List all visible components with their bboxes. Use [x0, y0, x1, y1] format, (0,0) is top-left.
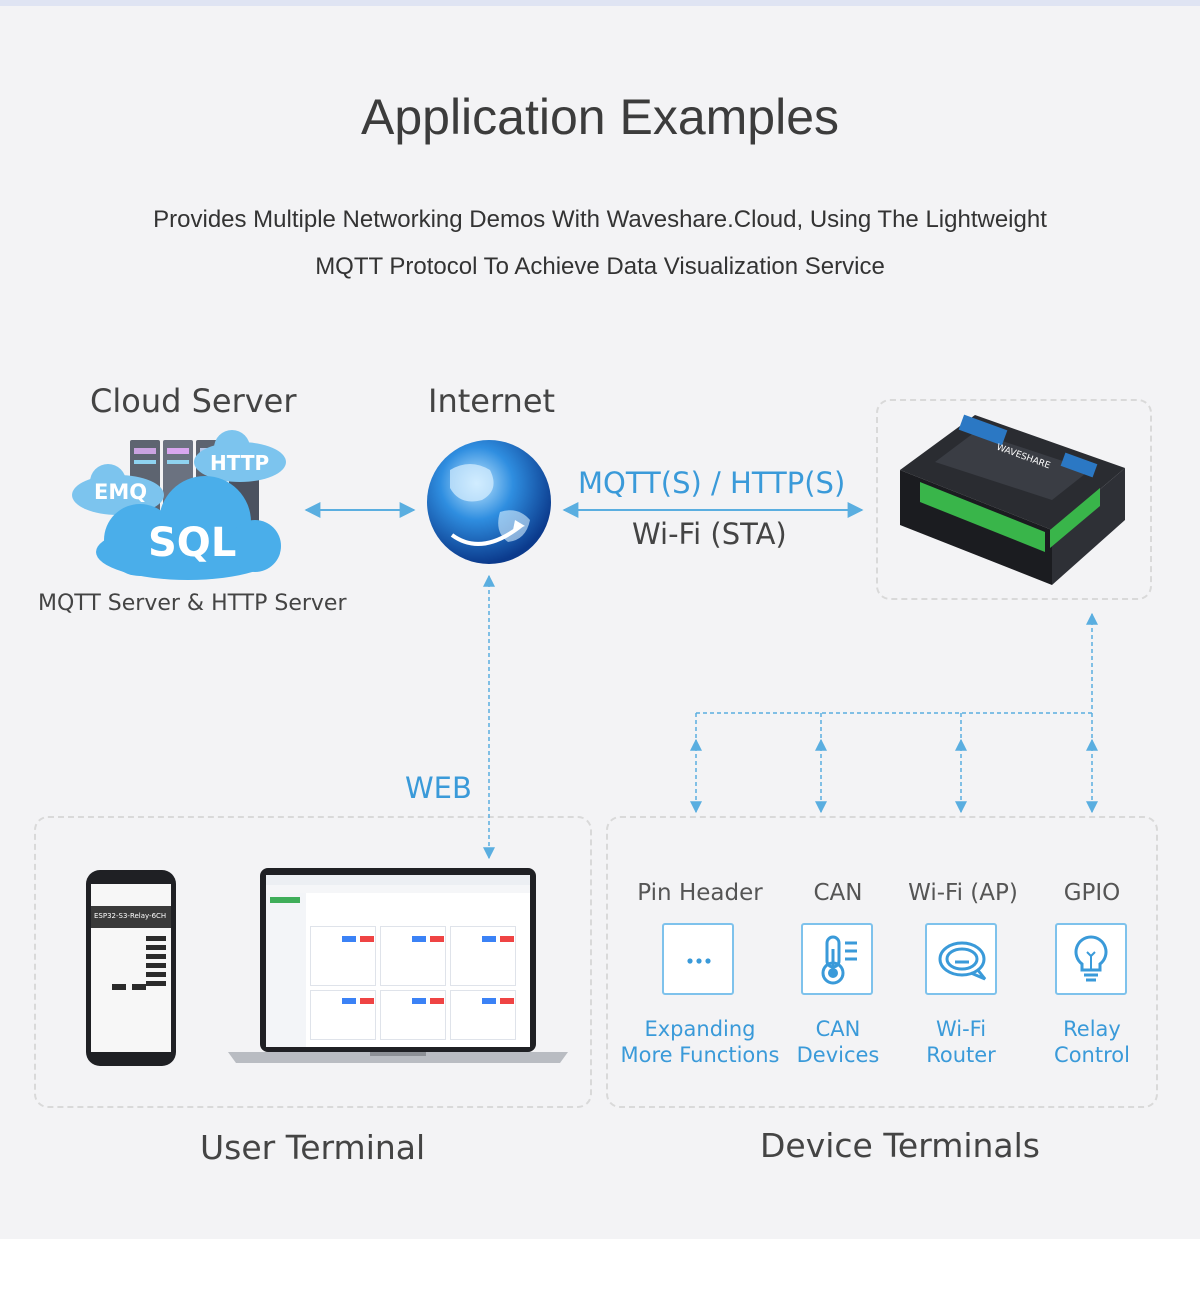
pin-header-caption: Expanding More Functions: [610, 1016, 790, 1068]
wifi-ap-caption-line1: Wi-Fi: [935, 1017, 987, 1041]
gpio-title: GPIO: [1063, 880, 1121, 906]
gpio-caption-line1: Relay: [1063, 1017, 1121, 1041]
light-bulb-icon: [1074, 935, 1108, 982]
wifi-ap-title: Wi-Fi (AP): [908, 880, 1018, 906]
internet-title: Internet: [428, 382, 556, 420]
thermometer-icon: [821, 935, 857, 985]
gpio-caption: Relay Control: [1036, 1016, 1148, 1068]
web-label: WEB: [405, 771, 472, 805]
cloud-server-title: Cloud Server: [90, 382, 297, 420]
wifi-ap-icon-box: [925, 923, 997, 995]
content-panel: [0, 6, 1200, 1239]
can-caption-line2: Devices: [796, 1043, 880, 1067]
gpio-icon-box: [1055, 923, 1127, 995]
cloud-server-caption: MQTT Server & HTTP Server: [38, 591, 347, 616]
top-accent-bar: [0, 0, 1200, 6]
http-badge: HTTP: [210, 451, 270, 475]
subtitle-line-2: MQTT Protocol To Achieve Data Visualizat…: [315, 253, 885, 280]
can-caption: CAN Devices: [782, 1016, 894, 1068]
pin-header-caption-line1: Expanding: [644, 1017, 756, 1041]
pin-header-icon-box: [662, 923, 734, 995]
subtitle-line-1: Provides Multiple Networking Demos With …: [153, 206, 1047, 233]
device-terminals-label: Device Terminals: [760, 1126, 1041, 1165]
wifi-ap-caption: Wi-Fi Router: [905, 1016, 1017, 1068]
can-caption-line1: CAN: [815, 1017, 861, 1041]
wifi-sta-label: Wi-Fi (STA): [632, 517, 787, 551]
protocol-label: MQTT(S) / HTTP(S): [578, 466, 846, 500]
wifi-ap-caption-line2: Router: [926, 1043, 996, 1067]
dots-icon: [687, 958, 711, 964]
phone-screen-header: ESP32-S3-Relay-6CH: [94, 912, 167, 920]
pin-header-caption-line2: More Functions: [620, 1043, 780, 1067]
pin-header-title: Pin Header: [637, 880, 763, 906]
chat-bubble-icon: [938, 941, 987, 981]
can-title: CAN: [813, 880, 863, 906]
page-title: Application Examples: [360, 89, 840, 145]
page-subtitle: Provides Multiple Networking Demos With …: [100, 196, 1100, 290]
user-terminal-box: [34, 816, 592, 1108]
user-terminal-label: User Terminal: [200, 1128, 426, 1167]
device-terminals-box: [606, 816, 1158, 1108]
can-icon-box: [801, 923, 873, 995]
device-image-box: [876, 399, 1152, 600]
gpio-caption-line2: Control: [1054, 1043, 1130, 1067]
sql-badge: SQL: [148, 520, 237, 566]
emq-badge: EMQ: [94, 480, 148, 504]
